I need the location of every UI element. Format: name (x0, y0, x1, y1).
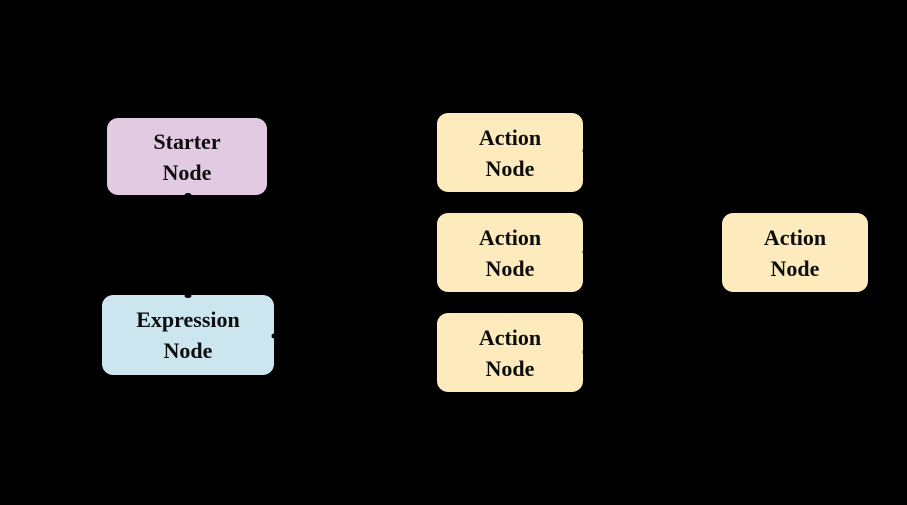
node-label-line: Node (770, 255, 820, 281)
connector-dot-expression-top (184, 294, 191, 298)
node-label-line: Expression (136, 307, 240, 332)
connector-dot-starter-bottom (184, 193, 191, 197)
node-label-line: Action (478, 224, 542, 250)
node-label-line: Node (485, 355, 535, 381)
node-label-line: Action (478, 124, 542, 150)
node-label-line: Node (485, 255, 535, 281)
connector-dot-action3-right (582, 349, 588, 355)
node-label-line: Action (478, 324, 542, 350)
connector-dot-action2-right (582, 249, 588, 255)
node-label-line: Node (163, 338, 213, 363)
node-label-line: Node (485, 155, 535, 181)
node-label-line: Node (162, 159, 212, 185)
node-label-line: Action (763, 224, 827, 250)
node-label-line: Starter (153, 128, 221, 154)
connector-dot-action1-right (582, 148, 588, 154)
connector-dot-expression-right (271, 333, 277, 339)
